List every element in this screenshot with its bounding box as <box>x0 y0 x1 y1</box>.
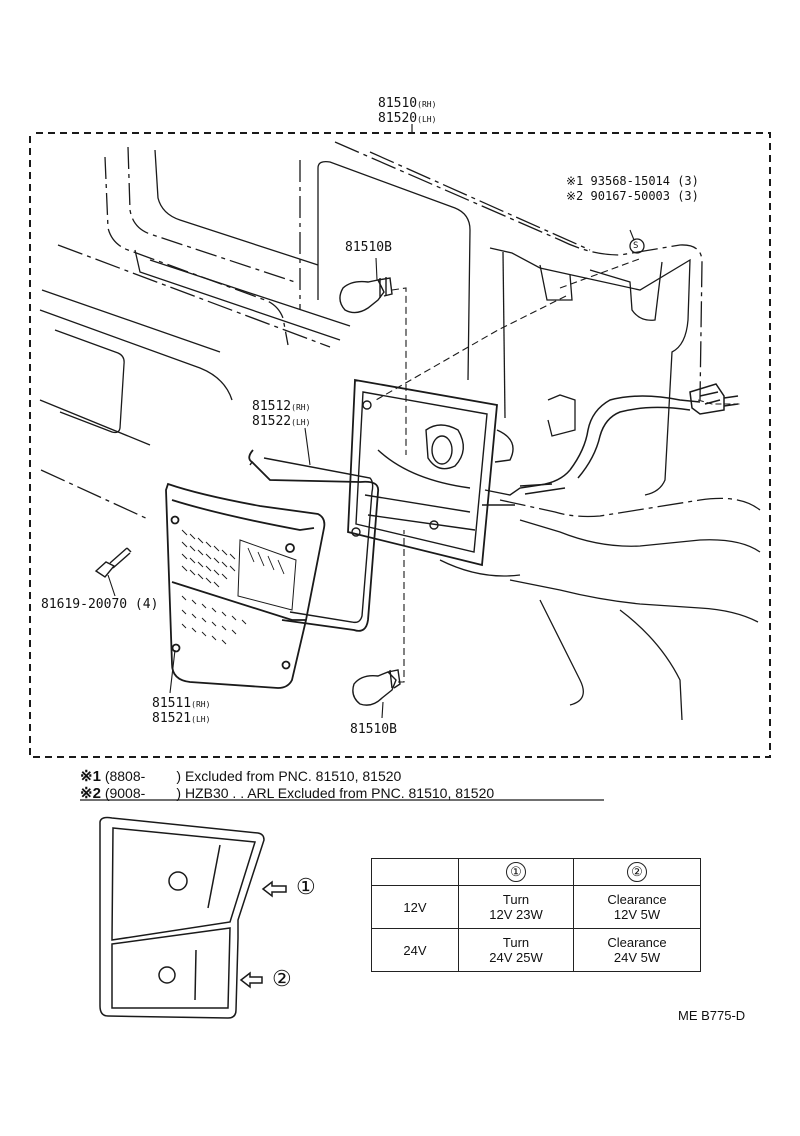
screw-symbol: S <box>633 241 639 251</box>
spec-header-2: ② <box>573 858 701 886</box>
screw-note-2-mark: ※2 <box>566 189 584 203</box>
note-1: ※1 (8808- ) Excluded from PNC. 81510, 81… <box>80 767 401 785</box>
spec-turn-value: 24V 25W <box>489 950 543 965</box>
spec-turn-label: Turn <box>502 935 530 950</box>
gasket-rh-number: 81512 <box>252 399 292 414</box>
spec-turn-value: 12V 23W <box>489 907 543 922</box>
gasket-rh-label: 81512(RH) <box>252 399 310 415</box>
screw-part-label: 81619-20070 (4) <box>41 597 159 612</box>
note-2-mark: ※2 <box>80 785 101 802</box>
lens-lh-side: (LH) <box>191 715 211 724</box>
screw-note-1-part: 93568-15014 (3) <box>590 174 699 188</box>
spec-table-header: ① ② <box>371 858 701 886</box>
gasket <box>248 449 380 632</box>
screw-part <box>94 547 132 578</box>
assembly-boundary <box>29 132 771 758</box>
inset-callout-2: ② <box>272 966 292 991</box>
lens-rh-side: (RH) <box>191 700 211 709</box>
spec-header-blank <box>371 858 459 886</box>
gasket-lh-number: 81522 <box>252 414 292 429</box>
screw-note-2-part: 90167-50003 (3) <box>590 189 699 203</box>
spec-header-1: ① <box>458 858 574 886</box>
spec-clearance-label: Clearance <box>607 892 667 907</box>
spec-voltage: 12V <box>371 885 459 929</box>
lens-rh-label: 81511(RH) <box>152 696 210 712</box>
screw-note-1-label: ※1 93568-15014 (3) <box>566 174 699 189</box>
spec-header-2-mark: ② <box>627 862 647 882</box>
inset-callout-1: ① <box>296 874 316 899</box>
gasket-lh-label: 81522(LH) <box>252 414 310 430</box>
vehicle-body-outline <box>39 141 761 721</box>
spec-turn-label: Turn <box>502 892 530 907</box>
screw-note-2-label: ※2 90167-50003 (3) <box>566 189 699 204</box>
assembly-lh-number: 81520 <box>378 111 418 126</box>
screw-callout-circle <box>629 238 645 254</box>
lens-lh-number: 81521 <box>152 711 192 726</box>
spec-header-1-mark: ① <box>506 862 526 882</box>
lamp-housing <box>347 378 571 567</box>
lens-rh-number: 81511 <box>152 696 192 711</box>
spec-clearance-value: 24V 5W <box>613 950 661 965</box>
lens-inset-diagram <box>80 799 604 1019</box>
spec-clearance-label: Clearance <box>607 935 667 950</box>
assembly-lh-side: (LH) <box>417 115 437 124</box>
bulb-top-label: 81510B <box>345 240 392 255</box>
assembly-rh-number: 81510 <box>378 96 418 111</box>
note-2-text: (9008- ) HZB30 . . ARL Excluded from PNC… <box>104 785 495 801</box>
wire-harness <box>519 383 739 495</box>
assembly-rh-side: (RH) <box>417 100 437 109</box>
note-2: ※2 (9008- ) HZB30 . . ARL Excluded from … <box>80 784 494 802</box>
gasket-lh-side: (LH) <box>291 418 311 427</box>
assembly-lh-label: 81520(LH) <box>378 111 436 127</box>
bulb-top <box>339 277 393 314</box>
spec-voltage: 24V <box>371 928 459 972</box>
bulb-bottom <box>352 669 401 706</box>
bulb-bottom-label: 81510B <box>350 722 397 737</box>
screw-note-1-mark: ※1 <box>566 174 584 188</box>
lens-lh-label: 81521(LH) <box>152 711 210 727</box>
assembly-rh-label: 81510(RH) <box>378 96 436 112</box>
figure-code: ME B775-D <box>678 1008 746 1023</box>
note-1-text: (8808- ) Excluded from PNC. 81510, 81520 <box>104 768 402 784</box>
leader-lines <box>107 229 740 719</box>
spec-clearance-value: 12V 5W <box>613 907 661 922</box>
lens-texture <box>181 529 285 645</box>
lamp-lens <box>165 482 326 689</box>
gasket-rh-side: (RH) <box>291 403 311 412</box>
note-1-mark: ※1 <box>80 768 101 785</box>
